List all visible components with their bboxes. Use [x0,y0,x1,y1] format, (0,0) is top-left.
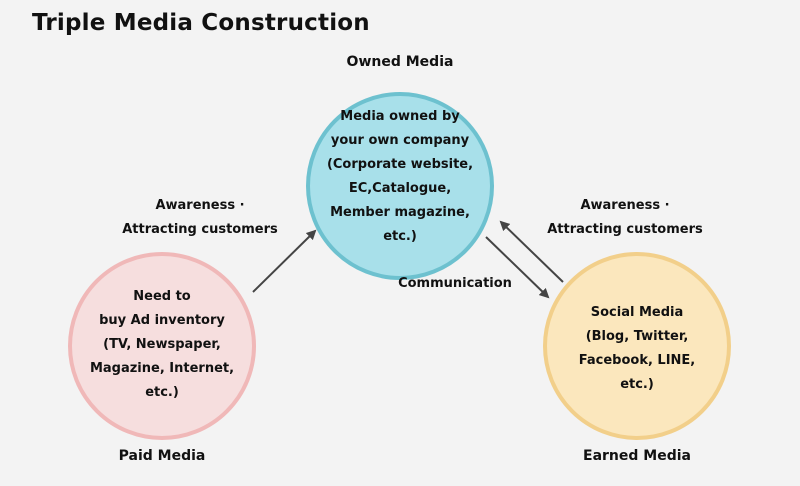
owned-media-description: Media owned by your own company (Corpora… [310,105,490,249]
paid-media-circle [68,252,256,440]
arrow-label-line: Attracting customers [547,222,703,237]
owned-media-label: Owned Media [346,54,454,70]
earned-to-owned-arrow [499,220,564,283]
paid-line: (TV, Newspaper, [103,337,221,352]
left-arrow-label: Awareness · Attracting customers [100,194,300,242]
earned-line: Social Media [590,305,684,320]
paid-media-label: Paid Media [118,448,206,464]
paid-media-description: Need to buy Ad inventory (TV, Newspaper,… [72,285,252,405]
paid-line: etc.) [145,385,179,400]
arrow-label-line: Awareness · [580,198,670,213]
paid-line: Need to [133,289,191,304]
owned-line: your own company [330,133,470,148]
arrow-label-line: Awareness · [155,198,245,213]
earned-media-circle [543,252,731,440]
earned-line: (Blog, Twitter, [585,329,689,344]
owned-line: (Corporate website, [326,157,474,172]
paid-line: buy Ad inventory [99,313,225,328]
paid-line: Magazine, Internet, [89,361,235,376]
owned-line: EC,Catalogue, [348,181,452,196]
paid-to-owned-arrow [252,229,317,293]
owned-line: etc.) [383,229,417,244]
page-title: Triple Media Construction [32,10,370,36]
earned-line: etc.) [620,377,654,392]
owned-line: Member magazine, [330,205,470,220]
arrow-label-line: Attracting customers [122,222,278,237]
owned-to-earned-arrow [485,236,550,299]
earned-line: Facebook, LINE, [578,353,696,368]
owned-line: Media owned by [340,109,460,124]
earned-media-label: Earned Media [583,448,691,464]
earned-media-description: Social Media (Blog, Twitter, Facebook, L… [547,301,727,397]
owned-media-circle [306,92,494,280]
right-arrow-label: Awareness · Attracting customers [525,194,725,242]
communication-label: Communication [398,276,512,291]
